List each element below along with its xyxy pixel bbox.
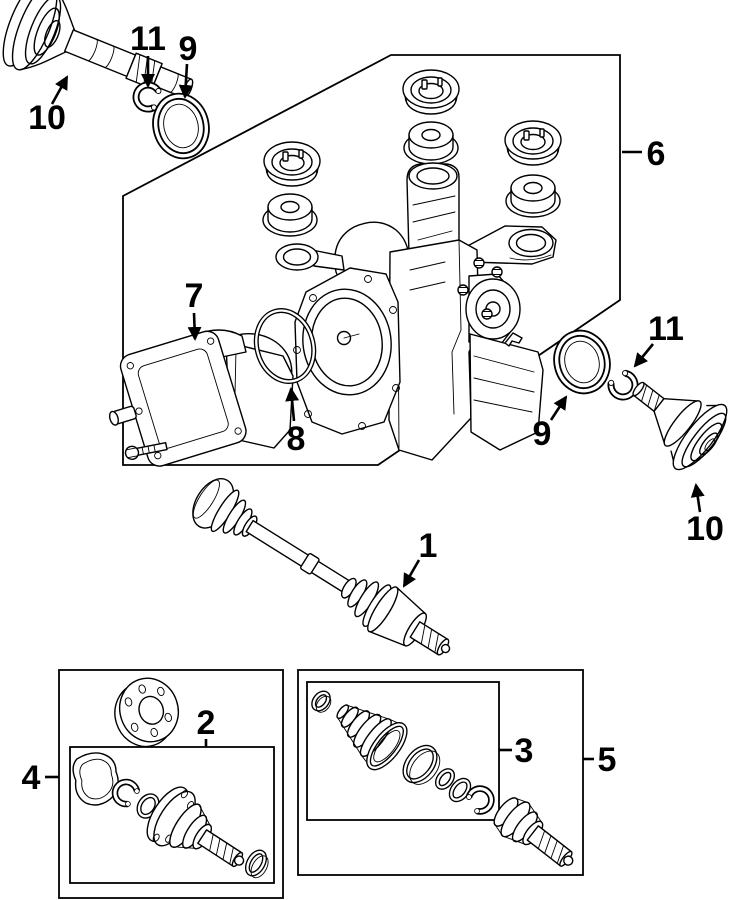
callout-6-label[interactable]: 6 [647,135,666,173]
callout-9-right-arrow [549,395,568,421]
callout-11-top: 11 [130,20,166,88]
callout-3-label[interactable]: 3 [515,732,534,770]
inner-joint-repair-kit-box [58,669,284,899]
callout-6: 6 [622,135,665,173]
center-case [388,239,480,461]
callout-2: 2 [197,704,216,747]
callout-9-top: 9 [178,30,198,99]
spacer-ring-icon [434,768,456,790]
differential-group-box [122,54,621,466]
callout-8-arrow [285,387,300,422]
kit-snap-ring-icon [465,784,495,815]
lower-fin-block [469,333,544,451]
roll-pin [504,332,523,347]
callout-1-arrow [402,559,421,588]
callouts: 1 2 3 4 5 6 7 8 [22,20,724,797]
callout-4-label[interactable]: 4 [22,759,41,797]
companion-flange-icon [114,677,179,748]
inner-cv-joint-kit-box [69,746,275,884]
drive-axle-shaft [192,478,451,656]
callout-7: 7 [185,277,204,341]
retainer-ring-icon [448,777,472,803]
callout-4: 4 [22,759,59,797]
callout-8: 8 [285,387,306,458]
callout-2-label[interactable]: 2 [197,704,216,742]
callout-9-right: 9 [533,395,568,453]
differential-housing [275,162,557,461]
small-clamp-icon [311,690,332,713]
callout-9-right-label[interactable]: 9 [533,415,552,453]
boot-clamp-icon [244,849,269,879]
callout-11-right-label[interactable]: 11 [648,310,684,348]
callout-10-right-label[interactable]: 10 [686,510,724,548]
callout-10-right-arrow [690,483,705,513]
differential-actuator-icon [108,329,294,467]
snap-ring-right-icon [607,369,640,402]
callout-7-label[interactable]: 7 [185,277,204,315]
cv-boot-icon [336,704,408,771]
boot-sleeve-icon [402,744,441,785]
callout-11-top-label[interactable]: 11 [130,20,166,58]
callout-8-label[interactable]: 8 [287,420,306,458]
inner-cv-joint-icon [146,786,245,868]
callout-9-top-label[interactable]: 9 [179,30,198,68]
gasket-icon [72,752,119,806]
axle-seal-top-icon [152,92,210,160]
callout-3: 3 [499,732,533,770]
callout-1: 1 [402,527,438,588]
callout-5: 5 [583,741,616,779]
axle-seal-right-icon [553,329,611,395]
callout-10-right: 10 [686,483,724,548]
actuator-o-ring-icon [253,308,317,384]
cover-bolt-holes [293,275,400,430]
housing-bolts [457,257,503,320]
callout-10-left-label[interactable]: 10 [28,99,66,137]
callout-10-left: 10 [28,75,69,137]
callout-9-top-arrow [178,63,193,99]
outer-joint-repair-kit-box [297,669,584,876]
snap-ring-top-icon [133,82,161,111]
callout-1-label[interactable]: 1 [419,527,438,565]
actuator-bolt-icon [124,441,168,461]
callout-11-right: 11 [633,310,684,368]
inner-snap-ring-icon [111,778,141,808]
callout-10-left-arrow [50,75,69,105]
callout-11-right-arrow [633,343,655,368]
callout-5-label[interactable]: 5 [598,741,617,779]
outer-cv-joint-icon [493,797,574,867]
output-flange-right-icon [632,381,728,471]
callout-7-arrow [187,312,202,341]
